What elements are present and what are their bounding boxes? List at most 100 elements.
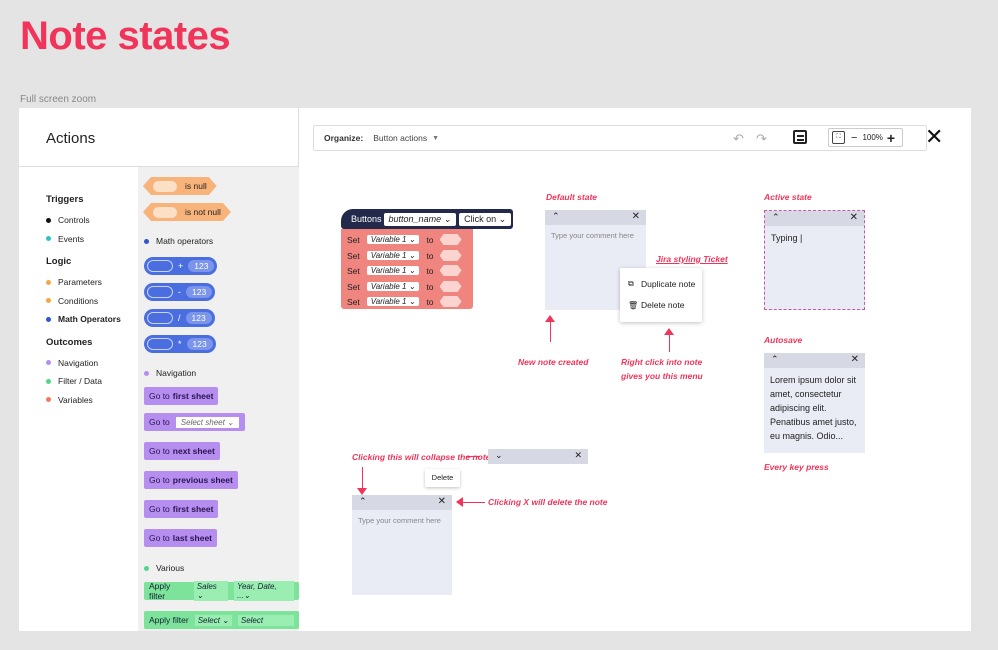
zoom-in-button[interactable]: +	[886, 129, 896, 146]
value-slot[interactable]	[440, 296, 462, 307]
arrow-up-icon	[664, 328, 674, 335]
note-icon[interactable]	[793, 130, 807, 144]
divider	[19, 166, 299, 167]
note-text[interactable]: Typing |	[771, 233, 803, 243]
arrow-up-icon	[545, 315, 555, 322]
close-icon[interactable]: ✕	[437, 496, 446, 507]
nav-item-parameters[interactable]: Parameters	[46, 273, 146, 292]
variable-select[interactable]: Variable 1 ⌄	[366, 266, 420, 275]
block-slot	[147, 286, 173, 298]
chevron-up-icon[interactable]: ⌃	[359, 496, 367, 506]
delete-hint: Clicking X will delete the note	[488, 497, 608, 507]
variable-select[interactable]: Variable 1 ⌄	[366, 235, 420, 244]
select-value: Year, Date, ...	[237, 582, 277, 600]
note-hover[interactable]: ⌃ ✕ Type your comment here	[352, 495, 452, 595]
nav-group-outcomes: Outcomes Navigation Filter / Data Variab…	[46, 337, 146, 410]
nav-item-variables[interactable]: Variables	[46, 391, 146, 410]
is-null-block[interactable]: is null	[143, 177, 217, 195]
nav-item-label: Events	[58, 233, 84, 244]
sheet-select[interactable]: Select sheet ⌄	[174, 415, 240, 429]
nav-item-events[interactable]: Events	[46, 230, 146, 249]
filter-select[interactable]: Select ⌄	[194, 614, 232, 626]
chevron-up-icon[interactable]: ⌃	[772, 212, 780, 222]
value-slot[interactable]	[440, 265, 462, 276]
block-label: Go to	[149, 475, 170, 485]
block-label: Apply filter	[149, 581, 171, 601]
row-label: to	[426, 234, 434, 245]
variable-select[interactable]: Variable 1 ⌄	[366, 251, 420, 260]
caret-down-icon[interactable]: ▼	[432, 134, 440, 142]
collapse-hint: Clicking this will collapse the note	[352, 452, 491, 462]
value-slot[interactable]	[440, 281, 462, 292]
close-icon[interactable]: ✕	[925, 124, 944, 149]
undo-icon[interactable]: ↶	[733, 131, 744, 146]
goto-select-sheet-block[interactable]: Go to Select sheet ⌄	[144, 413, 245, 431]
chevron-down-icon: ⌄	[222, 615, 229, 625]
block-label: Go to	[149, 417, 170, 427]
chevron-down-icon[interactable]: ⌄	[495, 450, 503, 460]
nav-item-conditions[interactable]: Conditions	[46, 292, 146, 311]
close-icon[interactable]: ✕	[574, 450, 582, 460]
event-select[interactable]: Click on ⌄	[459, 212, 512, 226]
field-select[interactable]: Select	[237, 614, 294, 626]
select-value: Select sheet	[180, 417, 225, 427]
chevron-up-icon[interactable]: ⌃	[552, 211, 560, 221]
note-autosave[interactable]: ⌃ ✕ Lorem ipsum dolor sit amet, consecte…	[764, 353, 865, 453]
variable-select[interactable]: Variable 1 ⌄	[366, 297, 420, 306]
organize-dropdown[interactable]: Button actions	[373, 133, 428, 143]
note-active[interactable]: ⌃ ✕ Typing |	[764, 210, 865, 310]
note-text[interactable]: Lorem ipsum dolor sit amet, consectetur …	[770, 375, 857, 441]
is-not-null-block[interactable]: is not null	[143, 203, 231, 221]
block-label: is null	[185, 181, 207, 191]
nav-item-math-operators[interactable]: Math Operators	[46, 310, 146, 329]
value-slot[interactable]	[440, 250, 462, 261]
block-slot	[147, 312, 173, 324]
menu-item-label: Duplicate note	[641, 279, 696, 289]
operator: -	[178, 287, 181, 297]
filter-select[interactable]: Sales ⌄	[193, 581, 229, 601]
nav-item-navigation[interactable]: Navigation	[46, 354, 146, 373]
variable-select[interactable]: Variable 1 ⌄	[366, 282, 420, 291]
field-select[interactable]: Year, Date, ...⌄	[234, 581, 294, 601]
zoom-out-button[interactable]: −	[851, 131, 858, 144]
nav-item-filter-data[interactable]: Filter / Data	[46, 372, 146, 391]
note-default[interactable]: ⌃ ✕ Type your comment here	[545, 210, 646, 310]
apply-filter-sales-block[interactable]: Apply filter Sales ⌄Year, Date, ...⌄	[144, 581, 299, 601]
block-palette: is null is not null Math operators +123 …	[138, 167, 299, 631]
chevron-up-icon[interactable]: ⌃	[771, 354, 779, 364]
arrow-line	[463, 502, 485, 503]
delete-note-item[interactable]: 🗑Delete note	[628, 300, 684, 310]
math-add-block[interactable]: +123	[144, 257, 218, 275]
select-value: Sales	[196, 582, 217, 591]
math-subtract-block[interactable]: -123	[144, 283, 216, 301]
jira-link[interactable]: Jira styling Ticket	[656, 254, 728, 264]
value-slot[interactable]	[440, 234, 462, 245]
fit-screen-icon[interactable]: ⛶	[832, 131, 845, 144]
arrow-line	[669, 334, 670, 352]
note-collapsed[interactable]: ⌄ ✕	[488, 449, 588, 464]
nav-group-triggers: Triggers Controls Events	[46, 194, 146, 248]
close-icon[interactable]: ✕	[631, 211, 640, 222]
math-divide-block[interactable]: /123	[144, 309, 215, 327]
nav-item-controls[interactable]: Controls	[46, 211, 146, 230]
button-name-select[interactable]: button_name ⌄	[383, 212, 457, 226]
note-header: ⌃ ✕	[764, 353, 865, 368]
redo-icon[interactable]: ↷	[756, 131, 767, 146]
duplicate-note-item[interactable]: ⧉Duplicate note	[628, 279, 695, 289]
note-placeholder: Type your comment here	[358, 516, 441, 525]
right-click-label-2: gives you this menu	[621, 371, 703, 381]
math-multiply-block[interactable]: *123	[144, 335, 216, 353]
close-icon[interactable]: ✕	[850, 354, 859, 365]
close-icon[interactable]: ✕	[849, 212, 858, 223]
